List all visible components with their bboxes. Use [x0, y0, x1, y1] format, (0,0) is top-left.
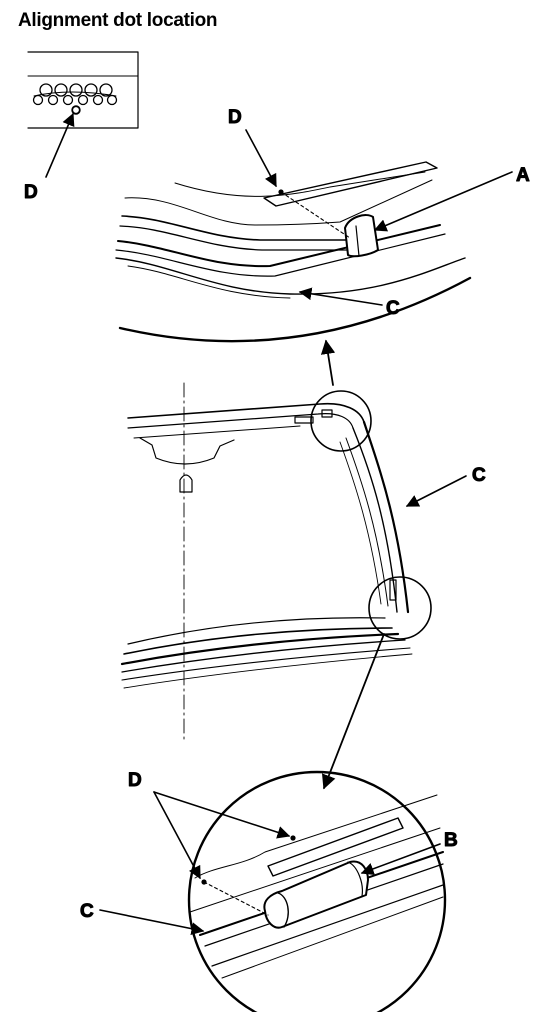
top-molding-leader [298, 287, 383, 306]
label-d-top: D [228, 107, 242, 128]
clip-a [344, 214, 379, 258]
bottom-zoom-circle [368, 576, 432, 640]
label-c-top: C [386, 298, 400, 319]
windshield-overview [120, 382, 432, 741]
bottom-dot-leader-2 [153, 791, 201, 880]
label-b: B [444, 830, 458, 851]
top-zoom-arrow [320, 339, 336, 386]
bottom-alignment-dot-1 [290, 835, 296, 841]
alignment-dot-marker [71, 105, 81, 115]
side-molding-leader [405, 475, 467, 507]
bottom-molding-leader [99, 909, 205, 935]
bottom-dot-leader-1 [153, 791, 291, 839]
top-detail-view [115, 161, 472, 343]
dot-pattern [32, 83, 118, 106]
clip-a-leader [373, 171, 513, 232]
label-a: A [516, 165, 530, 186]
top-dot-leader [245, 129, 277, 188]
page-title: Alignment dot location [18, 10, 218, 31]
label-c-side: C [472, 465, 486, 486]
bottom-detail-circle [187, 770, 447, 1012]
clip-b [263, 860, 369, 929]
label-d-bottom: D [128, 770, 142, 791]
label-d-inset: D [24, 182, 38, 203]
inset-dot-leader [45, 112, 75, 178]
clip-b-leader [360, 843, 441, 875]
bottom-detail-view [187, 770, 447, 1012]
label-c-bottom: C [80, 901, 94, 922]
top-detail-boundary-arc [118, 276, 472, 343]
bottom-zoom-arrow [321, 633, 385, 790]
top-zoom-circle [310, 390, 372, 452]
alignment-dot-inset [27, 51, 139, 129]
